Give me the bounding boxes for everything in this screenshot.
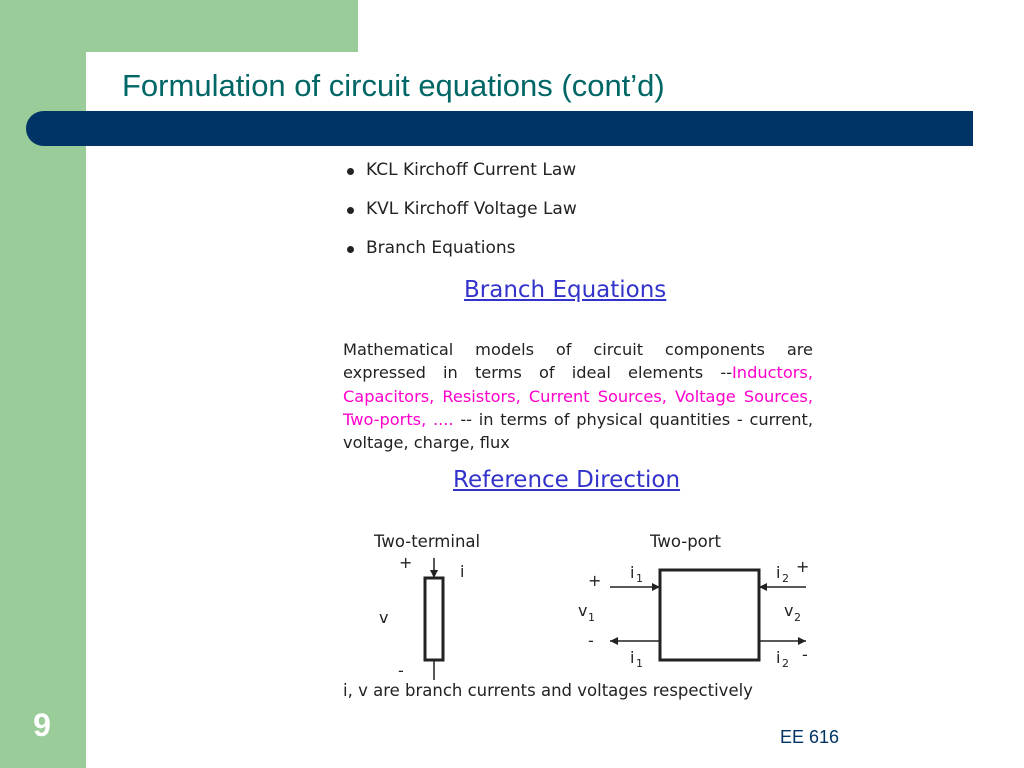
paragraph-text: Mathematical models of circuit component…	[343, 340, 813, 383]
slide-content: KCL Kirchoff Current Law KVL Kirchoff Vo…	[330, 150, 830, 710]
element-list-highlight: Inductors, Capacitors, Resistors, Curren…	[343, 363, 813, 429]
port2-minus: -	[802, 645, 808, 664]
two-port-box	[658, 568, 761, 662]
two-terminal-element	[423, 576, 445, 662]
v2-subscript: 2	[794, 611, 801, 624]
port2-in-arrow	[759, 583, 767, 591]
reference-direction-diagram: Two-terminal + i v - Two-port + - i 1 v …	[373, 532, 809, 680]
branch-paragraph: Mathematical models of circuit component…	[343, 338, 813, 454]
v1-label: v	[578, 601, 587, 620]
branch-equations-heading: Branch Equations	[464, 277, 667, 303]
current-arrow	[430, 570, 438, 578]
page-number: 9	[33, 707, 51, 743]
v2-label: v	[784, 601, 793, 620]
reference-direction-heading: Reference Direction	[453, 467, 681, 493]
v1-subscript: 1	[588, 611, 595, 624]
bullet-item: Branch Equations	[344, 238, 577, 277]
port1-minus: -	[588, 631, 594, 650]
plus-sign: +	[399, 553, 412, 572]
i1-bottom-subscript: 1	[636, 657, 643, 670]
i2-top-subscript: 2	[782, 572, 789, 585]
i1-top-subscript: 1	[636, 572, 643, 585]
two-terminal-label: Two-terminal	[373, 532, 480, 551]
port1-plus: +	[588, 571, 601, 590]
slide-title: Formulation of circuit equations (cont’d…	[122, 68, 665, 103]
bullet-text: KCL Kirchoff Current Law	[366, 160, 577, 180]
i1-bottom-label: i	[630, 648, 634, 667]
port1-out-arrow	[610, 637, 618, 645]
paragraph-text-end: -- in terms of physical quantities - cur…	[343, 409, 814, 453]
minus-sign: -	[398, 661, 404, 680]
i1-top-label: i	[630, 563, 634, 582]
bullet-icon	[347, 207, 354, 214]
diagram-caption: i, v are branch currents and voltages re…	[343, 681, 753, 700]
i2-bottom-subscript: 2	[782, 657, 789, 670]
bullet-list: KCL Kirchoff Current Law KVL Kirchoff Vo…	[344, 160, 577, 277]
port1-in-arrow	[652, 583, 660, 591]
i2-bottom-label: i	[776, 648, 780, 667]
i2-top-label: i	[776, 563, 780, 582]
bullet-item: KVL Kirchoff Voltage Law	[344, 199, 577, 238]
two-port-label: Two-port	[649, 532, 722, 551]
bullet-text: Branch Equations	[366, 238, 516, 258]
bullet-icon	[347, 168, 354, 175]
port2-out-arrow	[798, 637, 806, 645]
voltage-label: v	[379, 608, 388, 627]
title-bar	[26, 111, 973, 146]
current-label: i	[460, 562, 464, 581]
port2-plus: +	[796, 557, 809, 576]
footer-course-code: EE 616	[780, 727, 840, 747]
bullet-icon	[347, 246, 354, 253]
bullet-item: KCL Kirchoff Current Law	[344, 160, 577, 199]
bullet-text: KVL Kirchoff Voltage Law	[366, 199, 577, 219]
